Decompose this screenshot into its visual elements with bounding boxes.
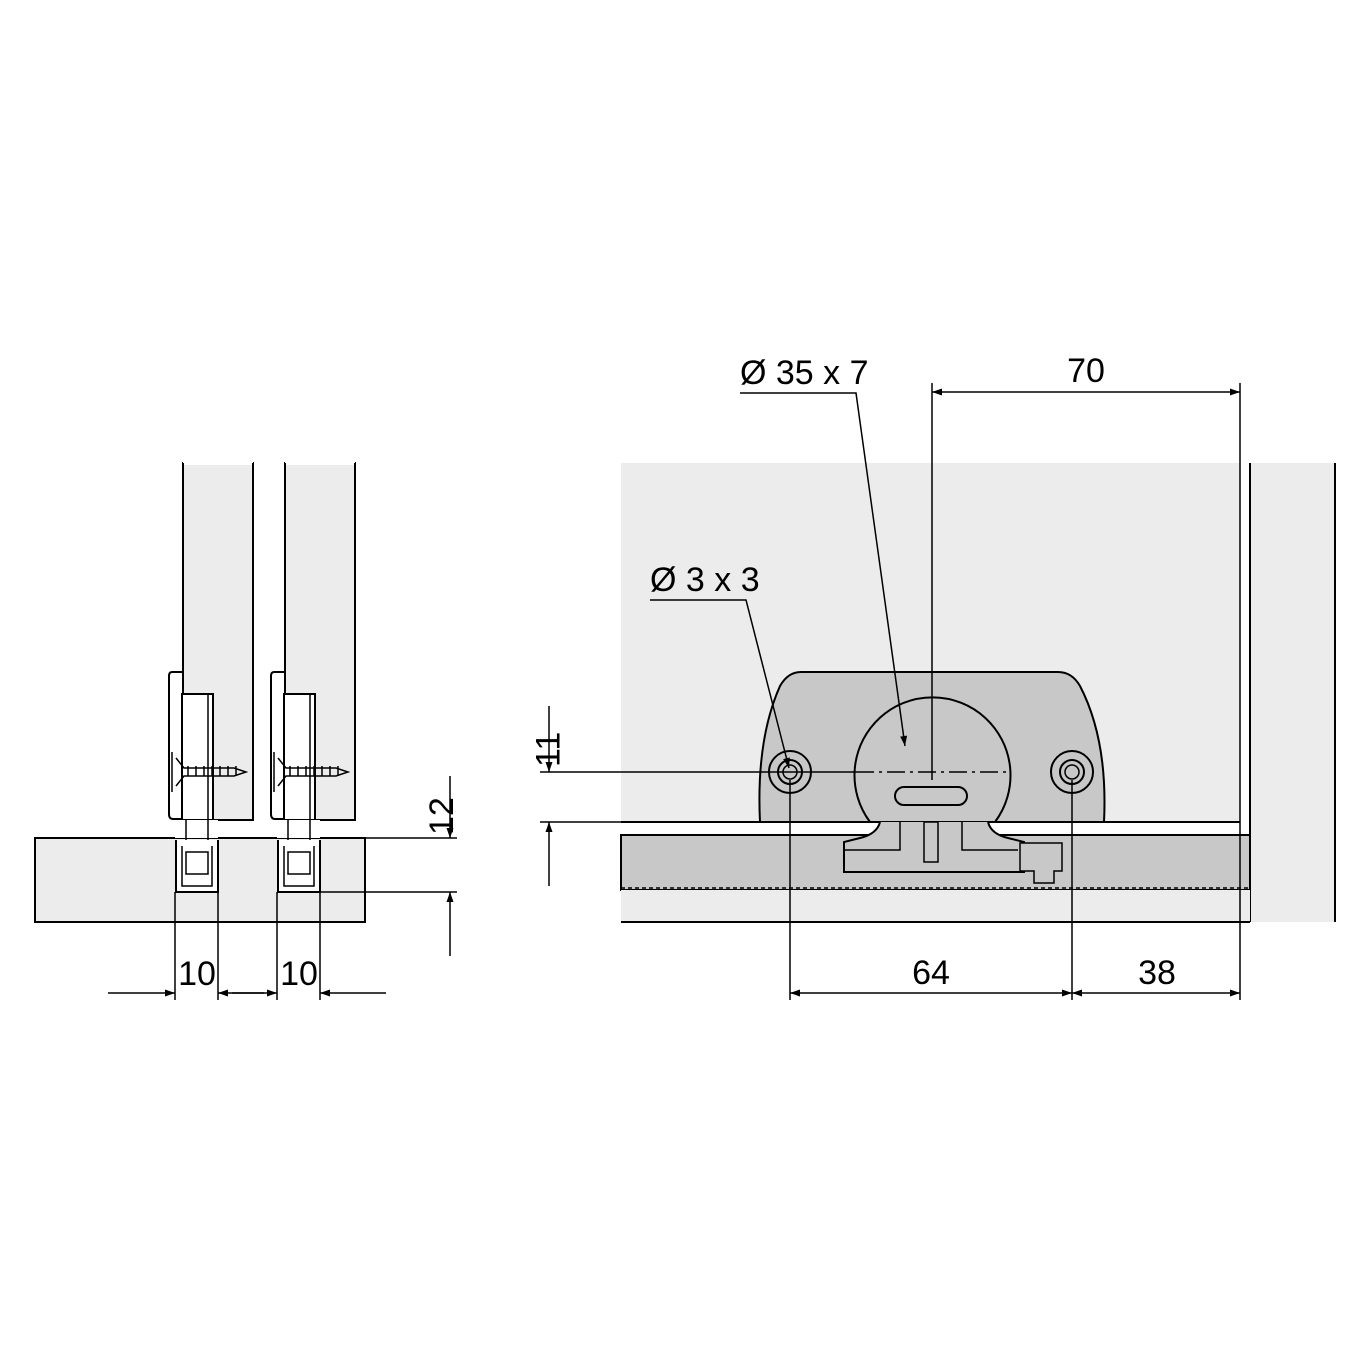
dim-label-10-left: 10 <box>178 955 216 993</box>
right-front-view: 11 70 64 38 Ø 35 x 7 Ø 3 x 3 <box>529 352 1336 1000</box>
guide-fitting-2 <box>270 671 351 893</box>
dimension-cup-from-edge: 70 <box>931 352 1241 1000</box>
dimension-bottom: 64 38 <box>789 780 1240 1000</box>
dim-label-38: 38 <box>1138 954 1176 992</box>
label-cup-hole: Ø 35 x 7 <box>740 354 869 392</box>
side-panel <box>1250 463 1335 922</box>
dim-label-70: 70 <box>1067 352 1105 390</box>
dim-label-64: 64 <box>912 954 950 992</box>
label-screw-hole: Ø 3 x 3 <box>650 561 760 599</box>
screw-icon <box>171 752 249 792</box>
leader-cup-hole: Ø 35 x 7 <box>740 354 908 747</box>
dim-label-10-right: 10 <box>280 955 318 993</box>
dimension-width: 10 10 <box>108 892 386 1000</box>
dim-label-11: 11 <box>529 732 567 767</box>
guide-fitting-1 <box>168 671 249 893</box>
dimension-groove-depth: 12 <box>320 776 461 956</box>
left-section-view: 10 10 12 <box>34 455 461 1000</box>
leader-screw-hole: Ø 3 x 3 <box>650 561 790 769</box>
dim-label-12: 12 <box>423 797 461 835</box>
dimension-hole-height: 11 <box>529 706 856 886</box>
screw-icon <box>273 752 351 792</box>
slot <box>894 786 968 806</box>
